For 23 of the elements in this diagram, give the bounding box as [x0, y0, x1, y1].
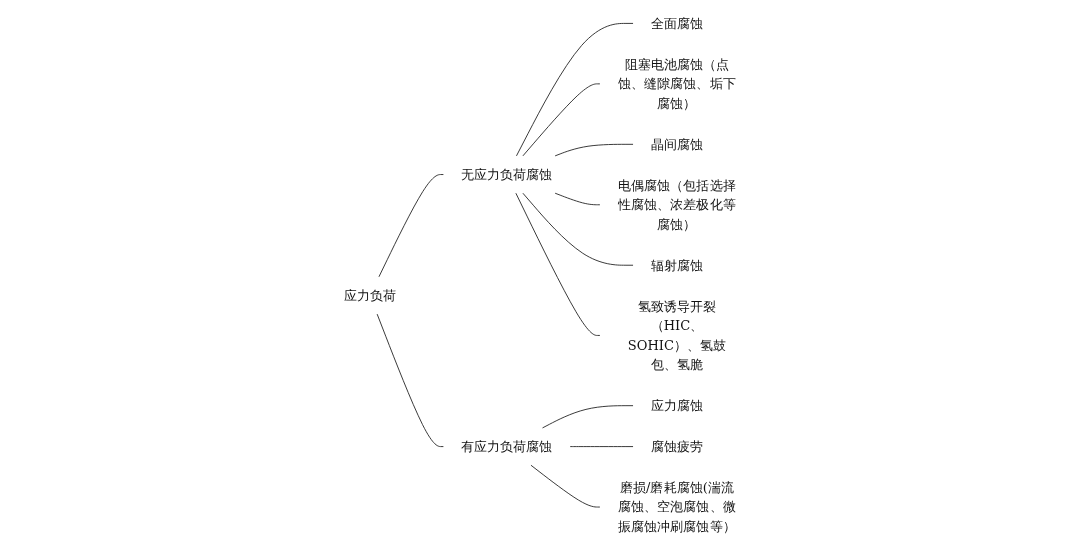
connector [376, 313, 444, 448]
connector [554, 192, 601, 206]
connector [569, 446, 634, 448]
node-text: 氢致诱导开裂（HIC、SOHIC）、氢鼓包、氢脆 [627, 298, 727, 373]
connector [378, 174, 444, 278]
node-text: 辐射腐蚀 [650, 257, 703, 273]
connector [530, 464, 601, 508]
node-text: 应力腐蚀 [650, 398, 703, 414]
node-text: 全面腐蚀 [650, 16, 703, 31]
connector [542, 405, 634, 429]
connector [522, 192, 634, 266]
connector [554, 143, 634, 157]
connector [516, 22, 634, 157]
node-text: 腐蚀疲劳 [650, 439, 703, 454]
node-text: 电偶腐蚀（包括选择性腐蚀、浓差极化等腐蚀） [618, 177, 736, 232]
node-text: 磨损/磨耗腐蚀(湍流腐蚀、空泡腐蚀、微振腐蚀冲刷腐蚀等） [618, 480, 736, 534]
node-text: 晶间腐蚀 [650, 136, 703, 152]
node-text: 无应力负荷腐蚀 [461, 167, 553, 182]
connector [522, 83, 601, 157]
node-text: 阻塞电池腐蚀（点蚀、缝隙腐蚀、垢下腐蚀） [618, 56, 736, 111]
connector [515, 192, 601, 336]
node-text: 有应力负荷腐蚀 [461, 439, 553, 454]
node-text: 应力负荷 [343, 288, 396, 303]
